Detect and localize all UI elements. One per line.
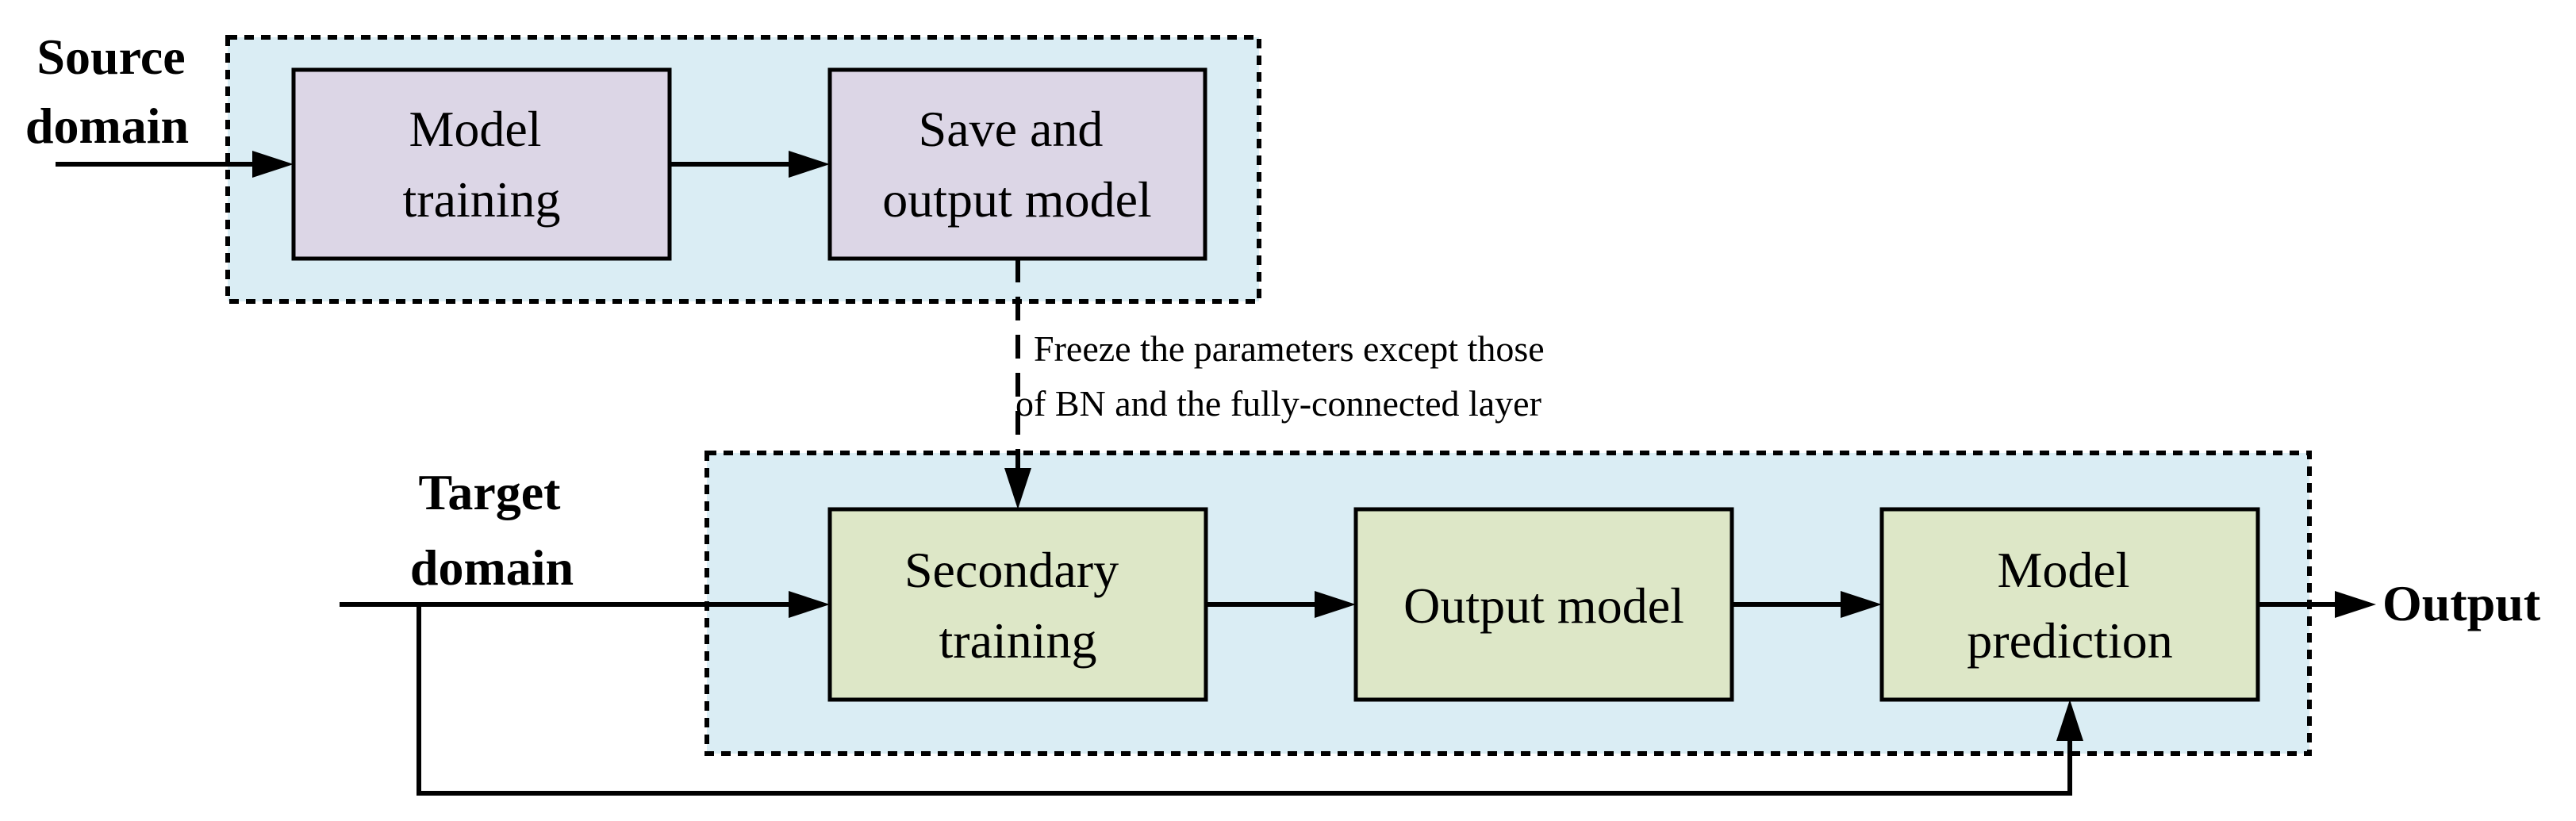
svg-text:Secondary training: Secondary training (904, 542, 1131, 669)
model-training-node: Model training (291, 67, 672, 261)
arrow-output-model-to-prediction (1732, 591, 1882, 618)
arrow-target-bypass-to-prediction (417, 604, 2083, 796)
source-domain-label: Source domain (25, 29, 198, 154)
svg-text:Model training: Model training (402, 101, 560, 228)
model-prediction-node: Model prediction (1879, 507, 2260, 702)
output-label: Output (2382, 575, 2541, 631)
svg-text:Model prediction: Model prediction (1967, 542, 2172, 669)
arrow-target-to-secondary (340, 591, 830, 618)
transfer-note: Freeze the parameters except those of BN… (1015, 328, 1553, 424)
arrow-source-to-training (56, 151, 294, 178)
arrow-secondary-to-output-model (1206, 591, 1356, 618)
arrow-transfer-dashed (1004, 259, 1031, 509)
save-output-model-node: Save and output model (827, 67, 1207, 261)
svg-text:Save and output model: Save and output model (882, 101, 1152, 228)
secondary-training-node: Secondary training (827, 507, 1208, 702)
svg-text:Output model: Output model (1403, 577, 1684, 634)
arrow-prediction-to-output (2258, 591, 2376, 618)
arrow-training-to-save (670, 151, 830, 178)
output-model-node: Output model (1353, 507, 1734, 702)
target-domain-label: Target domain (410, 464, 574, 596)
